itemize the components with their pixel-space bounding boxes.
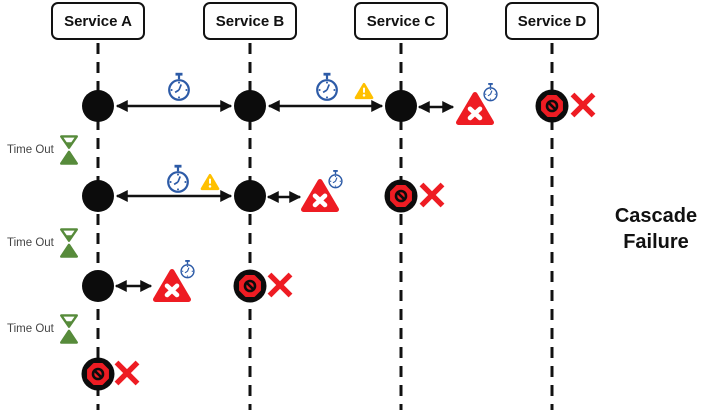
event-node: [385, 90, 417, 122]
timeout-text: Time Out: [7, 237, 54, 249]
timeout-label-group: Time Out: [7, 226, 80, 260]
timeout-label-group: Time Out: [7, 133, 80, 167]
x-mark-icon: [267, 272, 293, 298]
x-mark-icon: [419, 182, 445, 208]
service-a-label: Service A: [64, 12, 132, 30]
hourglass-timeout-icon: [58, 134, 80, 166]
service-d-box: Service D: [505, 2, 599, 40]
x-mark-icon: [114, 360, 140, 386]
event-node: [82, 180, 114, 212]
hourglass-timeout-icon: [58, 227, 80, 259]
service-b-label: Service B: [215, 12, 285, 30]
service-c-label: Service C: [366, 12, 436, 30]
service-a-box: Service A: [51, 2, 145, 40]
blocked-service-icon: [383, 178, 419, 214]
service-d-label: Service D: [517, 12, 587, 30]
hourglass-timeout-icon: [58, 313, 80, 345]
warning-triangle-icon: [200, 173, 220, 191]
service-b-box: Service B: [203, 2, 297, 40]
event-node: [234, 180, 266, 212]
cascade-failure-annotation: Cascade Failure: [603, 203, 709, 255]
blocked-service-icon: [80, 356, 116, 392]
stopwatch-icon: [180, 259, 195, 279]
annotation-line-2: Failure: [623, 231, 689, 253]
warning-triangle-icon: [354, 82, 374, 100]
event-node: [82, 90, 114, 122]
blocked-service-icon: [534, 88, 570, 124]
stopwatch-icon: [315, 72, 339, 102]
service-c-box: Service C: [354, 2, 448, 40]
blocked-service-icon: [232, 268, 268, 304]
stopwatch-icon: [167, 72, 191, 102]
annotation-line-1: Cascade: [614, 205, 698, 227]
timeout-text: Time Out: [7, 144, 54, 156]
event-node: [82, 270, 114, 302]
stopwatch-icon: [483, 82, 498, 102]
event-node: [234, 90, 266, 122]
x-mark-icon: [570, 92, 596, 118]
timeout-label-group: Time Out: [7, 312, 80, 346]
stopwatch-icon: [166, 164, 190, 194]
stopwatch-icon: [328, 169, 343, 189]
timeout-text: Time Out: [7, 323, 54, 335]
